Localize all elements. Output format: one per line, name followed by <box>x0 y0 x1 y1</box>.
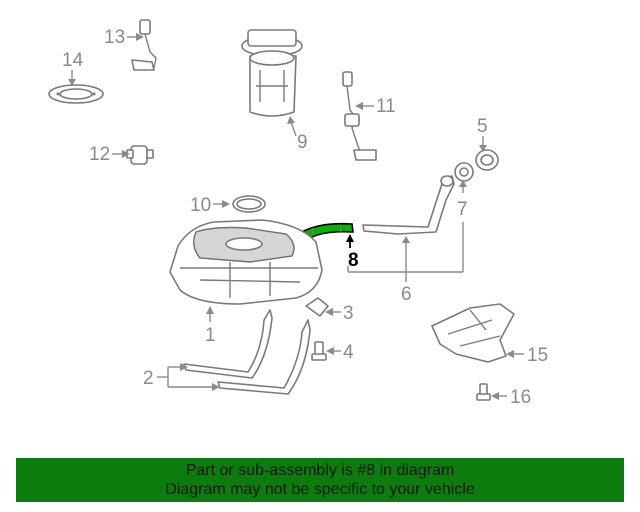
svg-text:10: 10 <box>190 195 211 216</box>
svg-text:15: 15 <box>527 345 548 366</box>
callout-12: 12 <box>89 144 130 165</box>
callout-4: 4 <box>326 342 354 363</box>
svg-text:12: 12 <box>89 144 110 165</box>
callout-8: 8 <box>346 234 359 271</box>
callout-7: 7 <box>457 180 468 272</box>
banner-line-2: Diagram may not be specific to your vehi… <box>165 481 475 498</box>
callout-6: 6 <box>347 236 463 305</box>
svg-text:8: 8 <box>348 250 359 271</box>
part-8-filler-hose <box>300 222 354 242</box>
callout-3: 3 <box>325 303 354 324</box>
svg-text:14: 14 <box>62 50 84 71</box>
callout-13: 13 <box>104 27 144 48</box>
svg-text:1: 1 <box>205 325 216 346</box>
callout-14: 14 <box>62 50 84 86</box>
part-11-level-sender <box>342 71 377 161</box>
svg-text:2: 2 <box>143 368 154 389</box>
callout-2: 2 <box>143 363 220 391</box>
svg-text:7: 7 <box>457 199 468 220</box>
part-9-fuel-pump-module <box>241 29 303 117</box>
svg-text:3: 3 <box>343 303 354 324</box>
svg-text:11: 11 <box>376 96 396 117</box>
callout-10: 10 <box>190 195 230 216</box>
part-12-valve <box>126 145 154 165</box>
callout-15: 15 <box>506 345 548 366</box>
svg-text:4: 4 <box>343 342 354 363</box>
part-4-bolt <box>311 341 327 361</box>
part-10-gasket <box>232 195 266 213</box>
svg-text:5: 5 <box>477 116 488 137</box>
callout-1: 1 <box>205 306 216 346</box>
info-banner: Part or sub-assembly is #8 in diagram Di… <box>16 458 624 502</box>
part-13-sensor-arm <box>131 19 157 71</box>
part-15-heat-shield <box>431 303 515 363</box>
callout-9: 9 <box>287 116 308 153</box>
part-16-bolt <box>476 383 491 401</box>
svg-text:16: 16 <box>510 387 531 408</box>
part-3-bracket <box>305 297 329 317</box>
svg-text:13: 13 <box>104 27 125 48</box>
callout-16: 16 <box>491 387 531 408</box>
part-1-fuel-tank <box>169 219 323 305</box>
part-6-filler-pipe <box>362 175 455 235</box>
part-5-fuel-cap <box>475 149 499 171</box>
part-14-gasket <box>48 84 104 104</box>
callout-11: 11 <box>355 96 396 117</box>
svg-text:9: 9 <box>297 132 308 153</box>
part-2-tank-straps <box>183 309 311 395</box>
part-7-filler-seal <box>454 162 474 182</box>
banner-line-1: Part or sub-assembly is #8 in diagram <box>185 462 455 479</box>
svg-text:6: 6 <box>401 284 412 305</box>
callout-5: 5 <box>477 116 488 152</box>
